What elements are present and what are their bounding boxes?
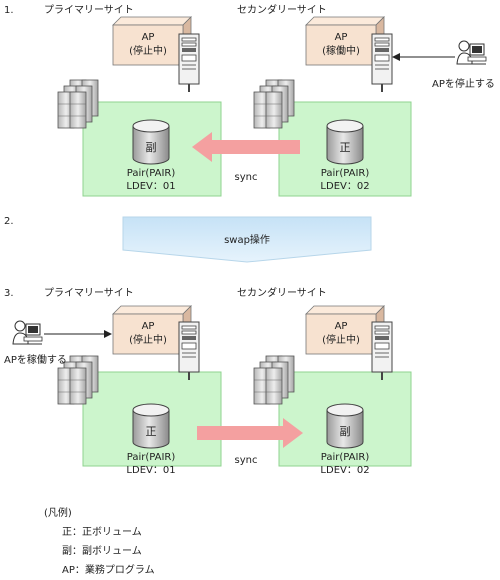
secondary-ap-label-3: AP [334,321,348,332]
primary-server-icon-3 [178,321,200,381]
secondary-volume-pair-1: Pair(PAIR) [320,168,370,179]
secondary-server-icon-1 [371,33,393,93]
legend-item-secondary-volume: 副：副ボリューム [62,546,142,557]
operator-action-label-1: APを停止する [432,79,495,90]
secondary-site-label-1: セカンダリーサイト [237,5,327,16]
primary-ap-status-1: (停止中) [129,46,167,57]
legend-item-primary-volume: 正：正ボリューム [62,527,142,538]
secondary-volume-pair-3: Pair(PAIR) [320,452,370,463]
primary-server-icon-1 [178,33,200,93]
operator-action-label-3: APを稼働する [4,355,67,366]
primary-ap-status-3: (停止中) [129,335,167,346]
secondary-volume-kind-3: 副 [339,425,351,438]
operator-arrowhead-3 [104,330,112,338]
secondary-storage-icon-1 [253,79,295,129]
primary-volume-kind-1: 副 [145,141,157,154]
step-number-3: 3. [4,288,14,299]
step-number-2: 2. [4,216,14,227]
primary-site-label-3: プライマリーサイト [44,288,134,299]
legend-title: (凡例) [44,508,72,519]
swap-operation-label: swap操作 [224,235,270,246]
swap-operation-arrow [122,216,372,263]
sync-label-3: sync [234,455,258,466]
secondary-volume-kind-1: 正 [339,141,351,154]
secondary-ap-label-1: AP [334,32,348,43]
sync-label-1: sync [234,172,258,183]
primary-ap-label-3: AP [141,321,155,332]
operator-arrowhead-1 [392,53,400,61]
primary-ap-label-1: AP [141,32,155,43]
sync-arrow-3 [197,418,303,448]
secondary-volume-ldev-1: LDEV：02 [320,181,370,192]
secondary-ap-box-3 [305,305,385,355]
secondary-ap-status-3: (停止中) [322,335,360,346]
primary-volume-pair-3: Pair(PAIR) [126,452,176,463]
primary-volume-pair-1: Pair(PAIR) [126,168,176,179]
secondary-server-icon-3 [371,321,393,381]
operator-icon-3 [12,320,43,345]
primary-volume-kind-3: 正 [145,425,157,438]
operator-icon-1 [456,40,487,65]
primary-site-label-1: プライマリーサイト [44,5,134,16]
primary-storage-icon-1 [57,79,99,129]
primary-volume-ldev-1: LDEV：01 [126,181,176,192]
sync-arrow-1 [192,132,300,162]
secondary-storage-icon-3 [253,355,295,405]
step-number-1: 1. [4,5,14,16]
secondary-volume-ldev-3: LDEV：02 [320,465,370,476]
primary-volume-ldev-3: LDEV：01 [126,465,176,476]
secondary-ap-status-1: (稼働中) [322,46,360,57]
legend-item-application: AP：業務プログラム [62,565,155,576]
secondary-ap-box-1 [305,16,385,66]
secondary-site-label-3: セカンダリーサイト [237,288,327,299]
